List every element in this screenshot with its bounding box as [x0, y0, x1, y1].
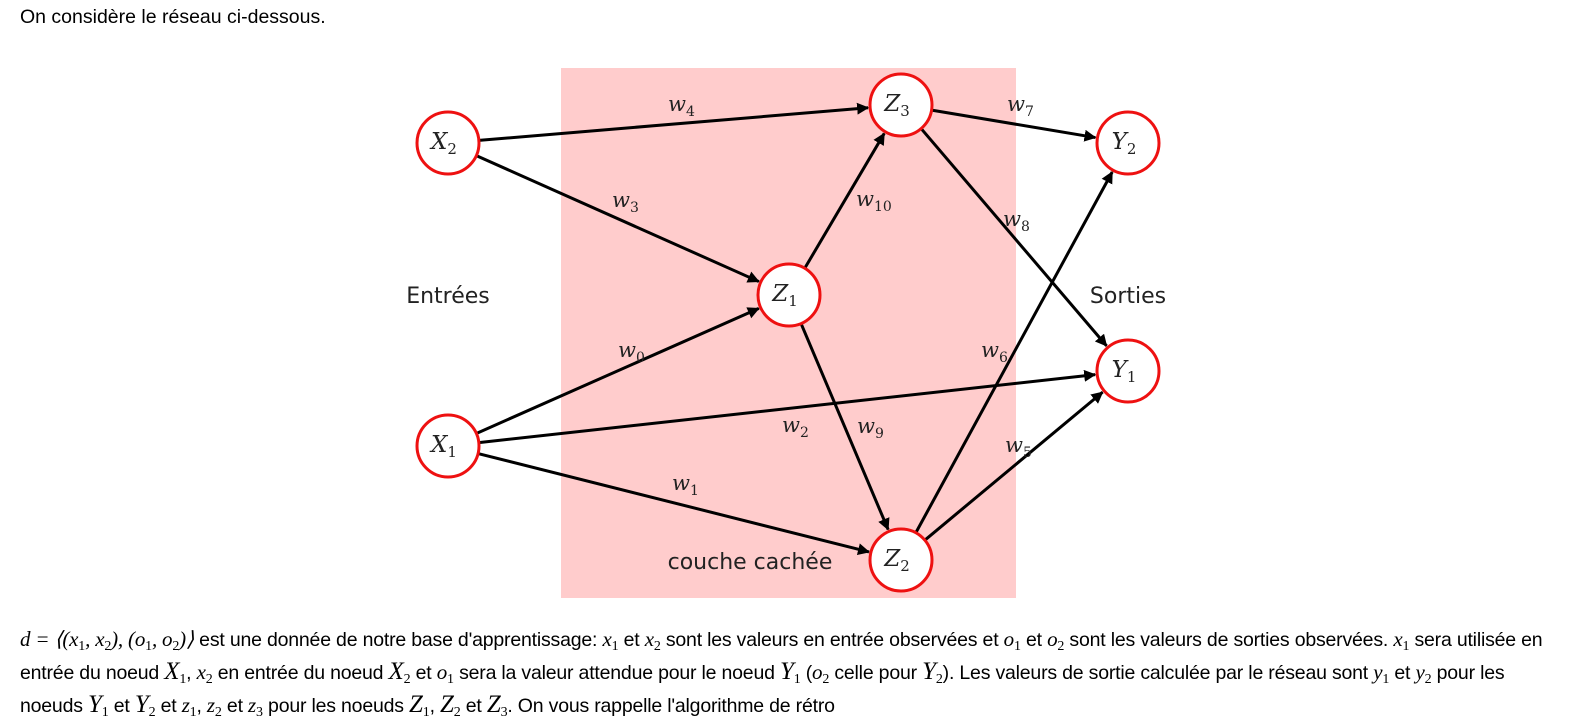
node-circle: [415, 110, 481, 176]
weight-label-w7: w7: [1007, 92, 1034, 120]
formula-d: d = ⟨(x1, x2), (o1, o2)⟩: [20, 627, 194, 654]
var-x2: x2: [196, 660, 213, 687]
var-Y2: Y2: [134, 691, 156, 720]
var-Z1: Z1: [409, 691, 430, 720]
var-o1: o1: [1003, 627, 1021, 654]
var-Y1: Y1: [88, 691, 109, 720]
intro-text: On considère le réseau ci-dessous.: [20, 6, 326, 28]
var-x1: x1: [602, 627, 619, 654]
description-paragraph: d = ⟨(x1, x2), (o1, o2)⟩ est une donnée …: [20, 627, 1543, 720]
edge-x1-y1: [478, 369, 1097, 445]
weight-label-w8: w8: [1003, 207, 1030, 235]
node-z2: Z2: [868, 527, 934, 593]
edge-z1-z2: [799, 322, 890, 531]
node-y2: Y2: [1095, 110, 1161, 176]
node-circle: [756, 262, 822, 328]
node-x1: X1: [415, 413, 481, 479]
node-x2: X2: [415, 110, 481, 176]
hidden-layer-region: [561, 68, 1016, 598]
var-o2: o2: [1047, 627, 1065, 654]
var-z1: z1: [181, 693, 197, 720]
var-o1: o1: [436, 660, 454, 687]
node-circle: [868, 527, 934, 593]
var-Z3: Z3: [486, 691, 508, 720]
outputs-label: Sorties: [1090, 284, 1166, 309]
node-y1: Y1: [1095, 338, 1161, 404]
var-X2: X2: [388, 658, 411, 687]
var-y1: y1: [1373, 660, 1390, 687]
edge-z3-y1: [919, 127, 1108, 347]
weight-label-w5: w5: [1005, 433, 1032, 461]
edge-z3-y2: [931, 108, 1097, 142]
hidden-layer-label: couche cachée: [668, 550, 833, 575]
edge-z2-y1: [923, 390, 1104, 542]
edge-x1-z2: [477, 452, 870, 556]
edge-x2-z3: [478, 102, 870, 142]
var-Y1: Y1: [779, 658, 801, 687]
edge-z1-z3: [803, 132, 886, 270]
var-o2: o2: [812, 660, 830, 687]
inputs-label: Entrées: [406, 284, 490, 309]
node-z3: Z3: [868, 72, 934, 138]
node-z1: Z1: [756, 262, 822, 328]
var-z2: z2: [206, 693, 222, 720]
weight-label-w4: w4: [668, 92, 695, 120]
var-x2: x2: [644, 627, 661, 654]
var-X1: X1: [164, 658, 187, 687]
node-circle: [1095, 110, 1161, 176]
node-circle: [415, 413, 481, 479]
var-y2: y2: [1415, 660, 1432, 687]
edge-z2-y2: [914, 171, 1114, 534]
node-circle: [868, 72, 934, 138]
edge-x2-z1: [475, 154, 760, 283]
var-Y2: Y2: [922, 658, 943, 687]
edge-x1-z1: [475, 306, 760, 435]
node-circle: [1095, 338, 1161, 404]
var-z3: z3: [248, 693, 263, 720]
var-x1: x1: [1393, 627, 1410, 654]
var-Z2: Z2: [440, 691, 461, 720]
